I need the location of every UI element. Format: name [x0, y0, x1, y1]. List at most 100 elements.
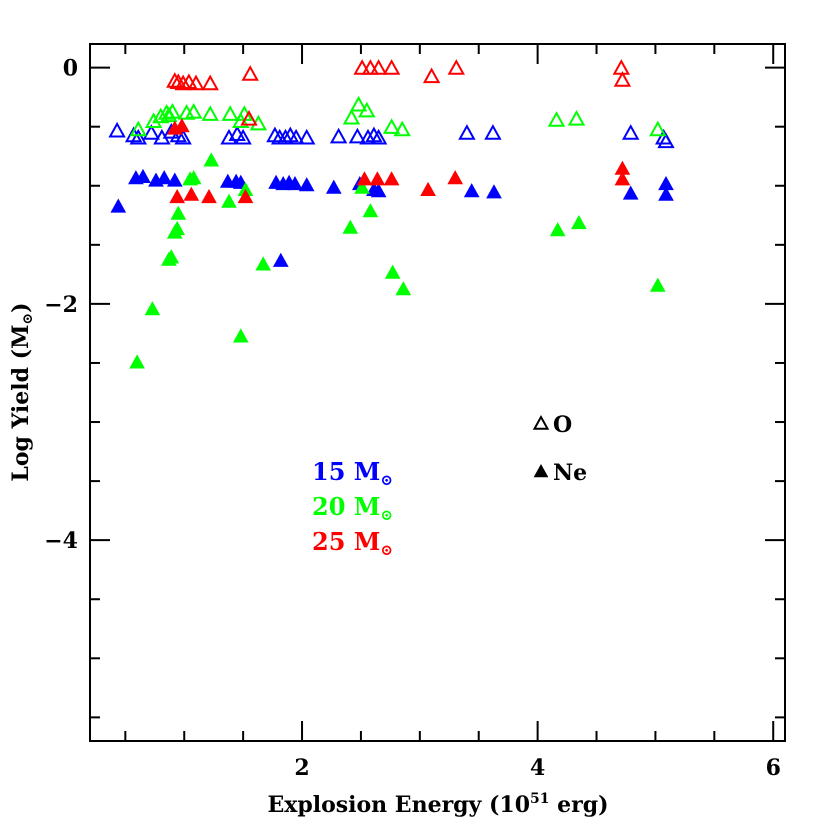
x-axis-label: Explosion Energy (1051 erg) — [267, 791, 608, 818]
data-point-filled-triangle — [185, 170, 202, 185]
data-point-filled-triangle — [395, 281, 412, 296]
legend-filled-triangle-icon — [533, 463, 549, 478]
data-point-open-triangle — [187, 74, 205, 91]
data-point-filled-triangle — [170, 205, 187, 220]
data-point-filled-triangle — [287, 175, 303, 191]
data-point-open-triangle — [298, 128, 316, 145]
data-point-open-triangle — [169, 73, 187, 89]
series-25M-Ne — [166, 118, 631, 204]
data-point-open-triangle — [342, 108, 361, 125]
data-point-open-triangle — [240, 109, 258, 126]
data-point-open-triangle — [174, 128, 192, 145]
data-point-filled-triangle — [110, 198, 127, 213]
legend-open-triangle-icon — [532, 414, 550, 430]
data-point-filled-triangle — [169, 188, 186, 204]
data-point-filled-triangle — [325, 179, 342, 194]
sun-symbol-icon: ⊙ — [380, 506, 393, 524]
mass-legend-entry: 25 M⊙ — [312, 527, 393, 559]
data-point-open-triangle — [353, 59, 371, 75]
series-25M-O — [166, 59, 632, 126]
data-point-filled-triangle — [129, 354, 145, 369]
data-point-open-triangle — [613, 71, 632, 87]
data-point-filled-triangle — [203, 152, 220, 167]
data-points — [108, 59, 675, 369]
mass-legend-label: 20 M — [312, 492, 380, 521]
data-point-open-triangle — [201, 105, 219, 121]
data-point-open-triangle — [221, 105, 239, 121]
x-axis-label-sup: 51 — [530, 791, 549, 807]
axis-ticks — [90, 44, 785, 741]
data-point-open-triangle — [361, 59, 380, 75]
data-point-filled-triangle — [463, 183, 480, 198]
data-point-filled-triangle — [169, 220, 186, 235]
mass-legend-entry: 20 M⊙ — [312, 492, 393, 524]
y-axis-label-sun: ⊙ — [20, 313, 36, 325]
y-tick-label: −2 — [44, 292, 78, 318]
marker-legend-label: O — [553, 412, 572, 438]
data-point-open-triangle — [160, 106, 178, 123]
data-point-filled-triangle — [221, 193, 237, 208]
data-point-open-triangle — [174, 74, 192, 91]
plot-frame — [89, 43, 786, 742]
data-point-open-triangle — [144, 112, 163, 128]
data-point-open-triangle — [649, 120, 667, 137]
data-point-filled-triangle — [135, 168, 151, 183]
data-point-open-triangle — [349, 95, 368, 112]
data-point-open-triangle — [276, 128, 295, 145]
data-point-filled-triangle — [156, 170, 173, 185]
mass-legend-entry: 15 M⊙ — [312, 457, 393, 489]
data-point-open-triangle — [657, 132, 675, 149]
data-point-open-triangle — [547, 111, 566, 127]
y-tick-label: 0 — [63, 56, 78, 82]
data-point-open-triangle — [369, 59, 388, 75]
data-point-filled-triangle — [384, 264, 401, 279]
data-point-filled-triangle — [622, 185, 639, 200]
data-point-filled-triangle — [549, 222, 566, 237]
data-point-open-triangle — [567, 109, 586, 126]
data-point-open-triangle — [234, 128, 252, 145]
data-point-open-triangle — [142, 124, 160, 140]
data-point-filled-triangle — [370, 183, 387, 198]
data-point-filled-triangle — [658, 186, 674, 201]
x-tick-label: 4 — [530, 755, 545, 781]
y-axis-label-tail: ) — [8, 302, 34, 312]
data-point-filled-triangle — [614, 171, 631, 186]
data-point-filled-triangle — [369, 171, 386, 186]
mass-legend: 15 M⊙20 M⊙25 M⊙ — [312, 457, 393, 559]
data-point-filled-triangle — [255, 256, 272, 271]
data-point-filled-triangle — [354, 179, 370, 194]
marker-legend: O Ne — [532, 412, 587, 486]
data-point-filled-triangle — [298, 177, 315, 192]
data-point-filled-triangle — [571, 214, 587, 230]
data-point-filled-triangle — [447, 170, 464, 185]
data-point-open-triangle — [348, 127, 367, 144]
y-axis-label: Log Yield (M⊙) — [8, 302, 36, 481]
x-tick-label: 6 — [766, 755, 781, 781]
data-point-filled-triangle — [144, 301, 161, 316]
data-point-open-triangle — [612, 59, 630, 75]
series-15M-Ne — [110, 168, 674, 267]
data-point-open-triangle — [241, 65, 259, 81]
data-point-open-triangle — [382, 118, 401, 134]
data-point-filled-triangle — [183, 186, 200, 201]
data-point-open-triangle — [422, 67, 441, 84]
data-point-open-triangle — [287, 128, 305, 145]
svg-text:Log Yield (M⊙): Log Yield (M⊙) — [8, 302, 36, 481]
data-point-open-triangle — [329, 127, 348, 144]
data-point-open-triangle — [129, 128, 147, 145]
x-axis-label-tail: erg) — [550, 792, 609, 818]
y-tick-label: −4 — [44, 528, 78, 554]
series-15M-O — [108, 121, 675, 149]
marker-legend-label: Ne — [553, 460, 587, 486]
data-point-open-triangle — [369, 128, 388, 145]
data-point-open-triangle — [108, 121, 126, 138]
mass-legend-label: 15 M — [312, 457, 380, 486]
series-20M-Ne — [129, 152, 666, 369]
data-point-filled-triangle — [232, 328, 249, 343]
mass-legend-label: 25 M — [312, 527, 380, 556]
data-point-filled-triangle — [174, 118, 190, 133]
data-point-open-triangle — [458, 124, 476, 140]
data-point-filled-triangle — [362, 203, 379, 218]
